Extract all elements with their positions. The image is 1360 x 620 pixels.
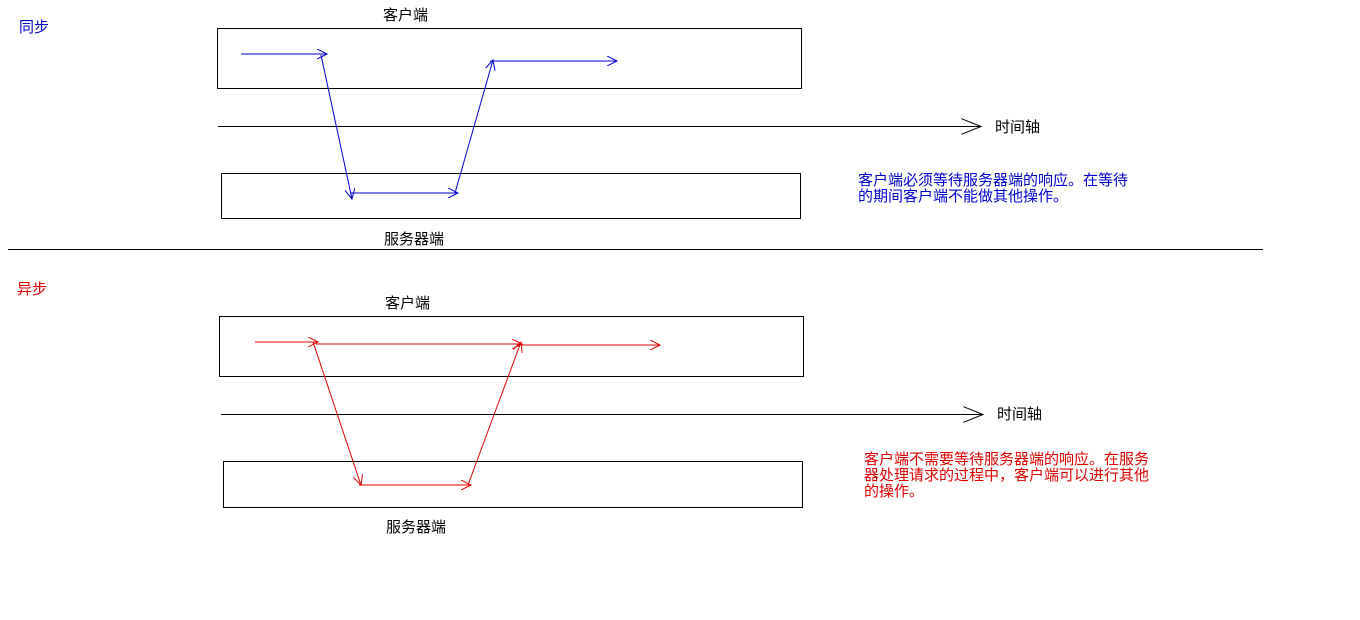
sync-server-box	[221, 173, 801, 219]
async-arrow-request	[312, 341, 361, 485]
async-server-box	[223, 461, 803, 508]
async-title: 异步	[17, 280, 48, 298]
sync-arrow-request	[320, 54, 352, 199]
sync-flow	[241, 54, 617, 199]
sync-server-label: 服务器端	[384, 230, 445, 248]
sync-client-box	[217, 28, 802, 89]
async-note: 客户端不需要等待服务器端的响应。在服务 器处理请求的过程中，客户端可以进行其他 …	[864, 450, 1150, 500]
async-axis-label: 时间轴	[997, 405, 1043, 423]
async-client-box	[219, 316, 804, 377]
sync-client-label: 客户端	[383, 6, 429, 24]
async-server-label: 服务器端	[386, 518, 447, 536]
async-client-label: 客户端	[385, 294, 431, 312]
sync-arrow-response	[454, 60, 493, 194]
async-arrow-response	[467, 342, 521, 486]
sync-note: 客户端必须等待服务器端的响应。在等待 的期间客户端不能做其他操作。	[858, 171, 1129, 205]
sync-title: 同步	[19, 18, 50, 36]
sync-axis-label: 时间轴	[995, 118, 1041, 136]
async-flow	[255, 342, 660, 485]
